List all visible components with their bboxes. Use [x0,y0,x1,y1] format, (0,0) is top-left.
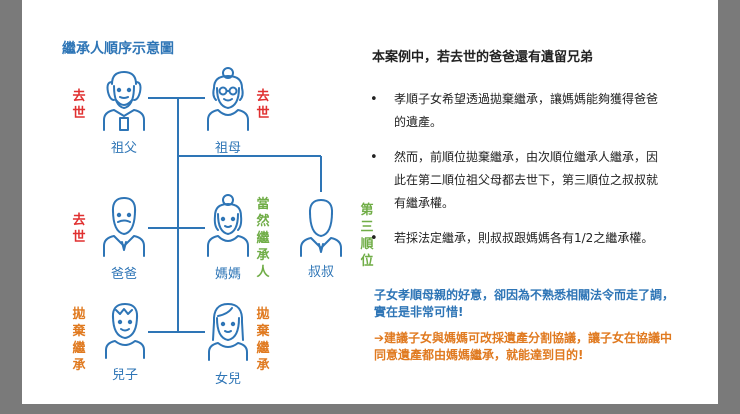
note-orange: ➔建議子女與媽媽可改採遺產分割協議，讓子女在協議中同意遺產都由媽媽繼承，就能達到… [374,331,673,362]
mother-label: 媽媽 [214,267,241,282]
right-border [718,0,740,414]
son-icon [105,303,145,359]
note-blue: 子女孝順母親的好意，卻因為不熟悉相關法令而走了調，實在是非常可惜! [374,288,675,319]
mother-icon [207,194,249,257]
diagram-title: 繼承人順序示意圖 [62,41,174,57]
mother-status: 當然繼承人 [256,197,270,280]
son-status: 拋棄繼承 [72,307,86,373]
bullet-dot-icon: • [370,92,378,107]
bullet-dot-icon: • [370,231,378,246]
uncle-label: 叔叔 [307,265,334,280]
grandmother-icon [207,67,249,131]
father-status: 去世 [72,213,86,245]
bullet-item: • 若採法定繼承，則叔叔跟媽媽各有1/2之繼承權。 [366,227,666,250]
daughter-status: 拋棄繼承 [256,307,270,373]
bullet-list: • 孝順子女希望透過拋棄繼承，讓媽媽能夠獲得爸爸的遺產。 • 然而，前順位拋棄繼承，… [366,88,666,262]
bullet-dot-icon: • [370,150,378,165]
bottom-border [0,404,740,414]
grandfather-icon [103,71,145,131]
father-label: 爸爸 [110,267,137,282]
bullet-text: 然而，前順位拋棄繼承，由次順位繼承人繼承，因此在第二順位祖父母都去世下，第三順位… [394,150,659,210]
grandfather-label: 祖父 [110,141,137,156]
son-label: 兒子 [111,368,138,383]
uncle-status: 第三順位 [360,203,374,269]
daughter-icon [208,303,248,361]
bullet-text: 若採法定繼承，則叔叔跟媽媽各有1/2之繼承權。 [394,231,654,245]
bullet-item: • 然而，前順位拋棄繼承，由次順位繼承人繼承，因此在第二順位祖父母都去世下，第三順… [366,146,666,215]
bullet-item: • 孝順子女希望透過拋棄繼承，讓媽媽能夠獲得爸爸的遺產。 [366,88,666,134]
daughter-label: 女兒 [214,372,241,387]
bullet-text: 孝順子女希望透過拋棄繼承，讓媽媽能夠獲得爸爸的遺產。 [394,92,659,129]
grandfather-status: 去世 [72,89,86,121]
left-border [0,0,22,414]
grandmother-status: 去世 [256,89,270,121]
grandmother-label: 祖母 [214,141,241,156]
father-icon [103,197,145,257]
case-heading: 本案例中，若去世的爸爸還有遺留兄弟 [372,50,594,65]
uncle-icon [300,199,342,257]
